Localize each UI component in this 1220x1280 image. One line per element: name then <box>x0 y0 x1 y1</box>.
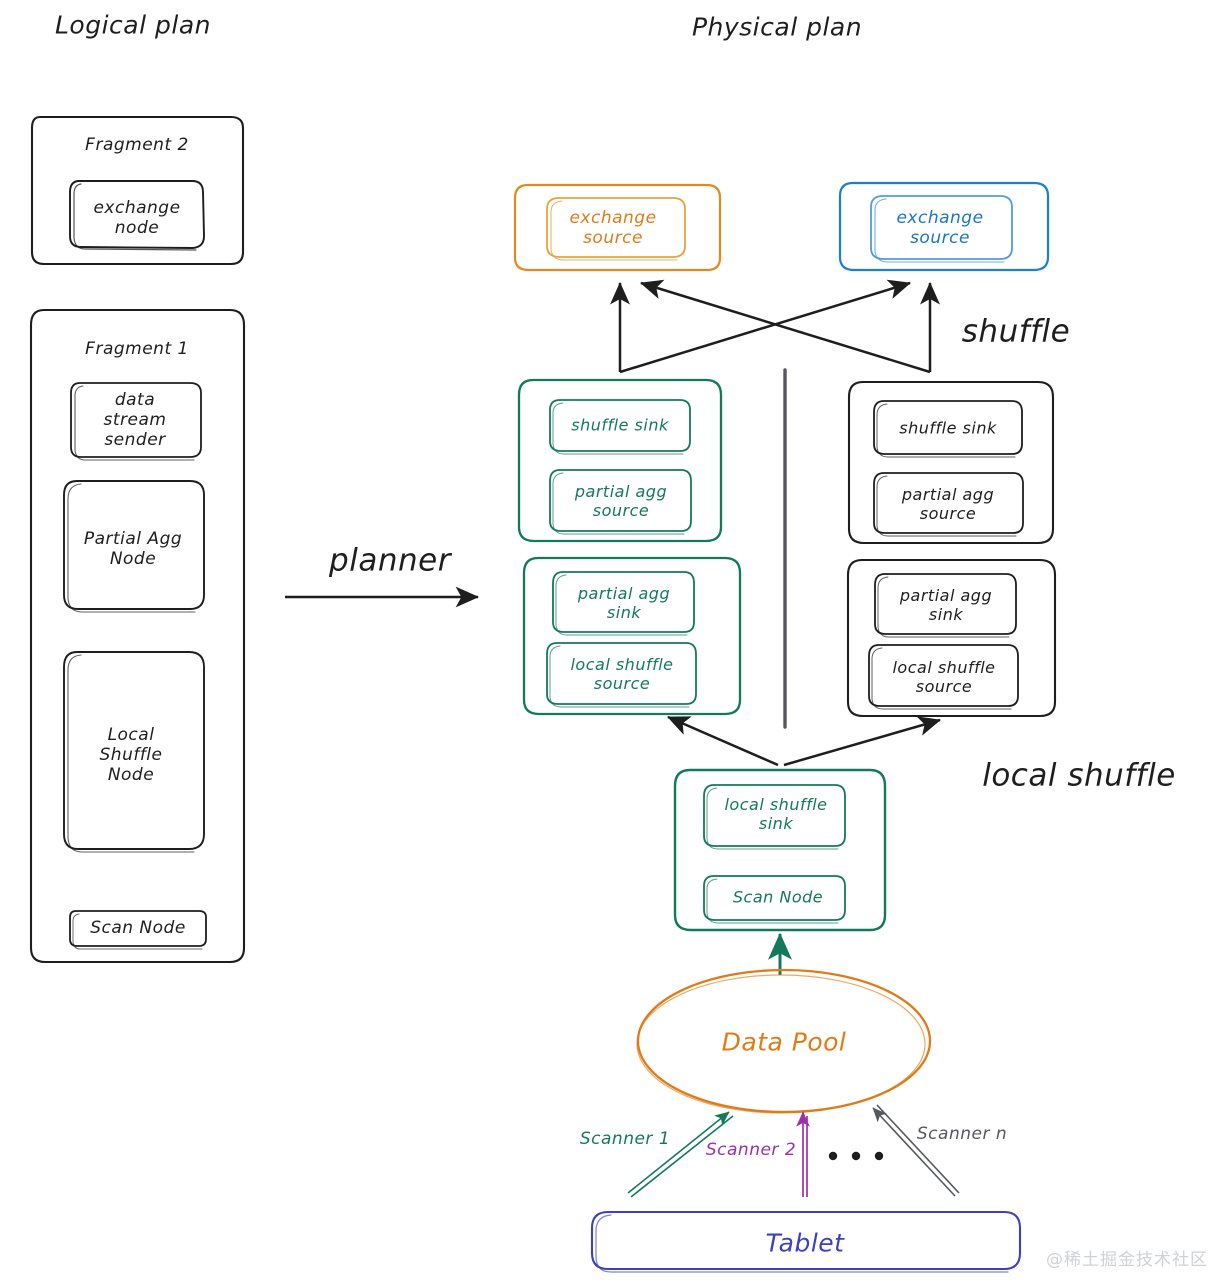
fragment2-outer-box <box>30 115 245 266</box>
exchange-node-box <box>69 180 205 251</box>
pipeline-right-bottom-box <box>846 558 1057 718</box>
exchange-source-right-box <box>838 181 1050 272</box>
local-shuffle-arrows <box>667 715 941 767</box>
shuffle-arrows <box>610 279 940 374</box>
ellipsis-dots <box>828 1151 884 1161</box>
exchange-source-left-box <box>513 183 722 272</box>
pipeline-right-top-box <box>847 380 1055 545</box>
tablet-box <box>590 1210 1022 1273</box>
pipeline-left-bottom-box <box>522 556 742 716</box>
scanner-2-arrow <box>796 1111 810 1197</box>
scanner-1-arrow <box>627 1111 734 1198</box>
pipeline-scan-box <box>673 768 887 932</box>
data-stream-sender-box <box>70 382 202 461</box>
data-pool-ellipse <box>636 968 932 1114</box>
scanner-n-arrow <box>872 1104 960 1197</box>
watermark: @稀土掘金技术社区 <box>1046 1250 1208 1270</box>
fragment1-outer-box <box>29 308 246 964</box>
scan-node-box-logical <box>69 910 207 950</box>
partial-agg-node-box <box>63 480 205 613</box>
pipeline-left-top-box <box>517 378 723 543</box>
local-shuffle-node-box <box>63 651 205 853</box>
